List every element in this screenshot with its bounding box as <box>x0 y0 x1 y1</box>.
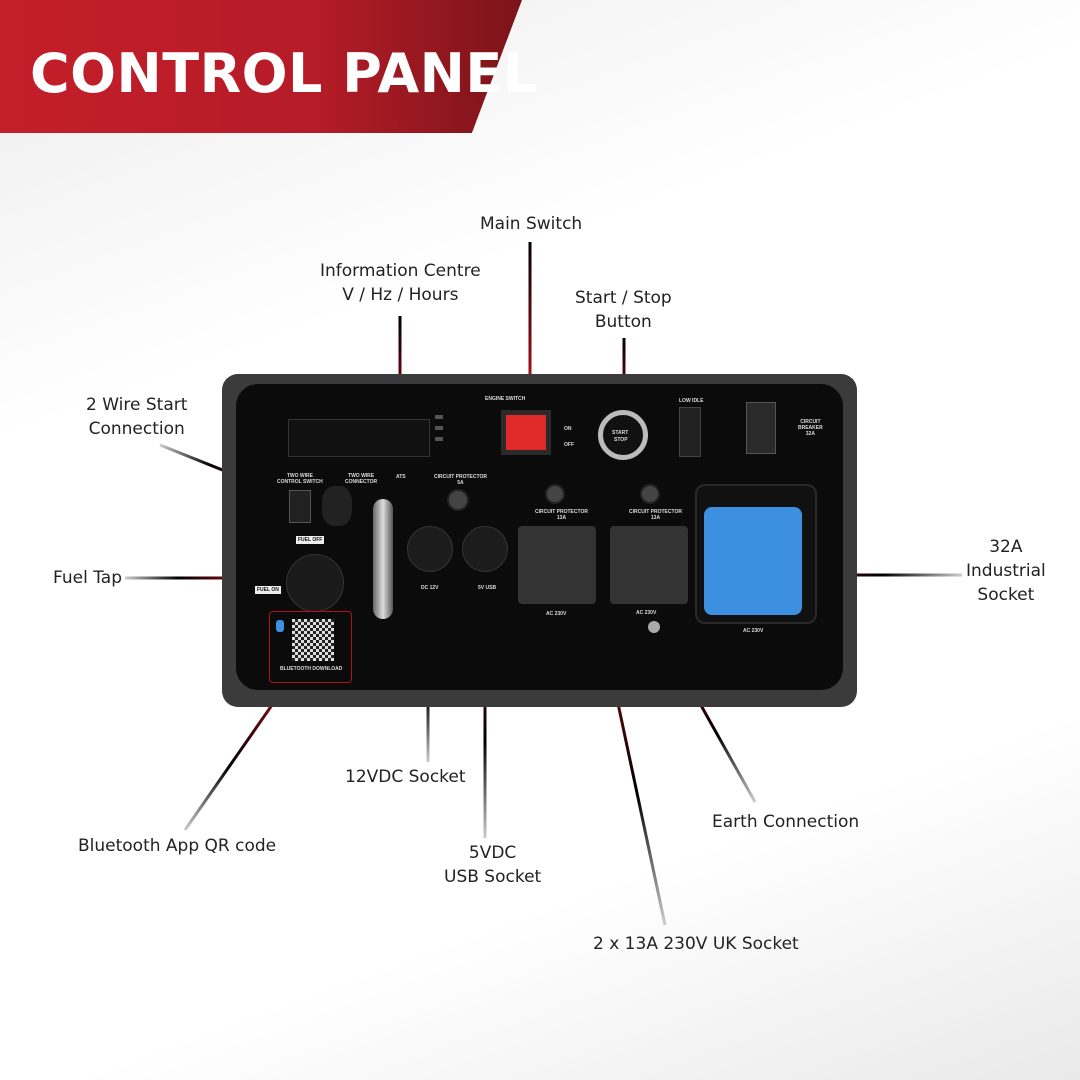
engine-off-label: OFF <box>564 442 574 448</box>
callout-fuel-tap: Fuel Tap <box>53 568 122 588</box>
two-wire-connector[interactable] <box>322 486 352 526</box>
callout-main-switch: Main Switch <box>480 214 583 234</box>
industrial-socket[interactable] <box>704 507 802 615</box>
callout-uk-socket: 2 x 13A 230V UK Socket <box>593 934 799 954</box>
title-banner <box>0 0 522 133</box>
circuit-breaker-switch[interactable] <box>746 402 776 454</box>
page-title: CONTROL PANEL <box>30 42 538 105</box>
earth-terminal[interactable] <box>648 621 660 633</box>
callout-bluetooth: Bluetooth App QR code <box>78 836 277 856</box>
two-wire-control-switch[interactable] <box>289 490 311 523</box>
uk-socket-1[interactable] <box>518 526 596 604</box>
fuel-tap-knob[interactable] <box>286 554 344 612</box>
usb-label: 5V USB <box>478 585 497 591</box>
ats-label: ATS <box>396 474 406 480</box>
info-display <box>288 419 430 457</box>
ats-key[interactable] <box>373 499 393 619</box>
ac230-label-2: AC 230V <box>636 610 657 616</box>
circuit-protector-13a-2[interactable] <box>640 484 660 504</box>
bluetooth-icon <box>276 620 284 632</box>
engine-on-label: ON <box>564 426 572 432</box>
engine-switch-label: ENGINE SWITCH <box>485 396 526 402</box>
circuit-protector-13a-1[interactable] <box>545 484 565 504</box>
ac230-label-1: AC 230V <box>546 611 567 617</box>
callout-earth: Earth Connection <box>712 812 860 832</box>
indicator-lights <box>435 415 443 445</box>
bt-download-label: BLUETOOTH DOWNLOAD <box>280 666 343 672</box>
dc12-socket[interactable] <box>407 526 453 572</box>
fuel-on-label: FUEL ON <box>255 586 281 594</box>
start-label: START <box>612 430 629 436</box>
start-stop-button[interactable] <box>598 410 648 460</box>
usb-socket[interactable] <box>462 526 508 572</box>
low-idle-label: LOW IDLE <box>679 398 704 404</box>
control-panel: ENGINE SWITCH ON OFF START STOP LOW IDLE… <box>222 374 857 707</box>
stop-label: STOP <box>614 437 628 443</box>
fuel-off-label: FUEL OFF <box>296 536 325 544</box>
uk-socket-2[interactable] <box>610 526 688 604</box>
low-idle-switch[interactable] <box>679 407 701 457</box>
ac230-label-3: AC 230V <box>743 628 764 634</box>
dc12-label: DC 12V <box>421 585 439 591</box>
engine-switch[interactable] <box>501 410 551 455</box>
callout-dc12: 12VDC Socket <box>345 767 466 787</box>
qr-code <box>292 619 334 661</box>
bluetooth-qr-box: BLUETOOTH DOWNLOAD <box>269 611 352 683</box>
circuit-protector-5a[interactable] <box>447 489 469 511</box>
